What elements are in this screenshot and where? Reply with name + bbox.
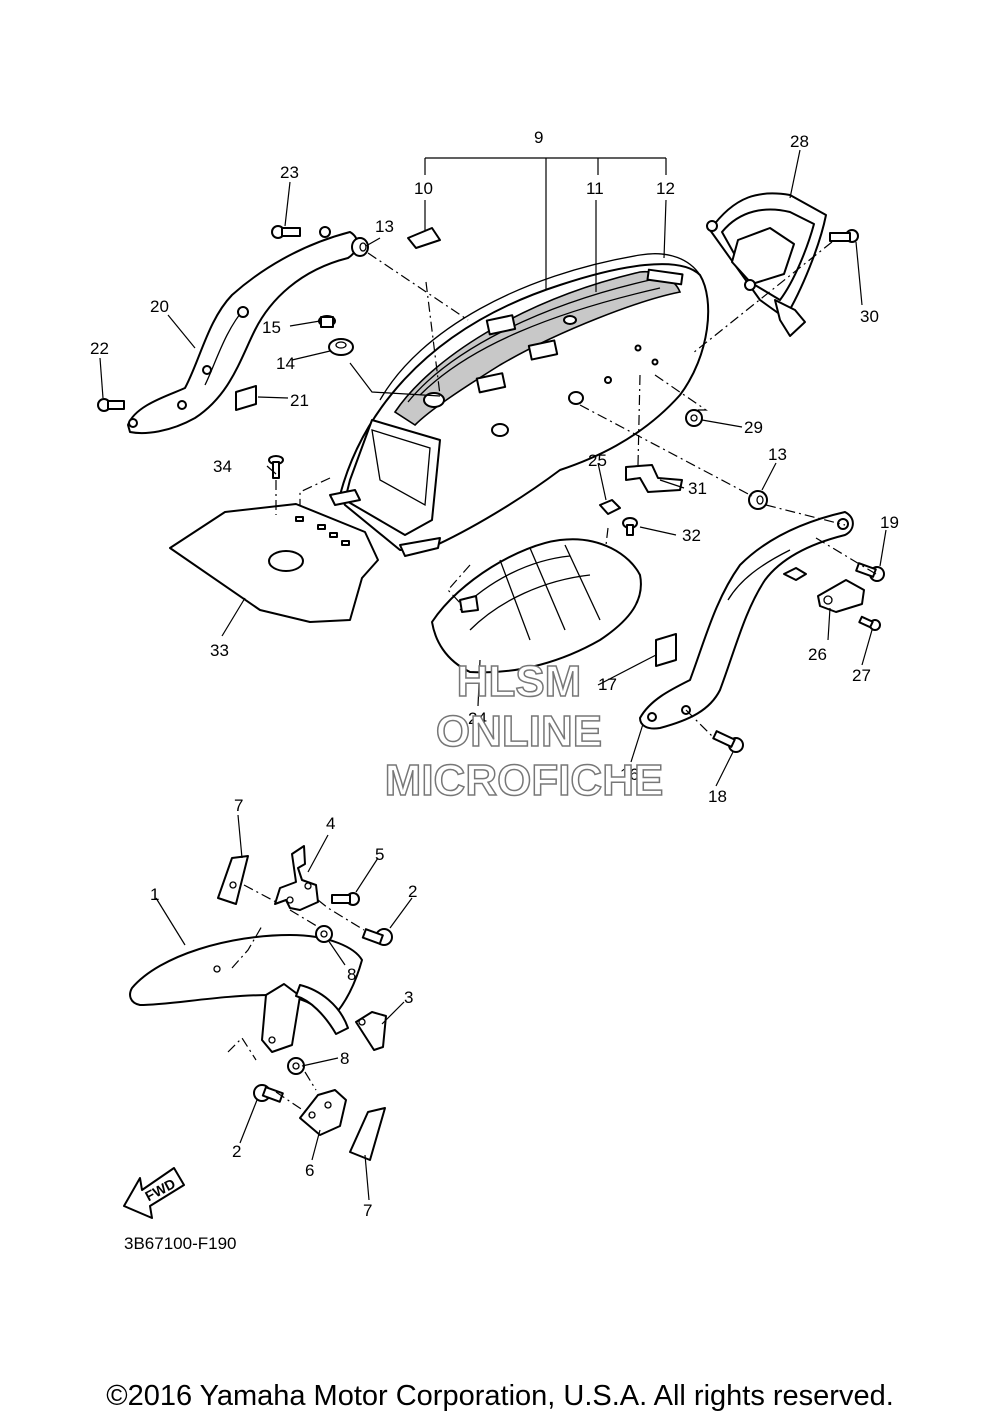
bracket-4 (274, 845, 319, 911)
bolt-23 (271, 225, 301, 239)
inner-fender-24 (431, 538, 642, 674)
bolt-18 (712, 730, 744, 753)
tail-light-28 (706, 192, 827, 337)
callout-24: 24 (468, 709, 487, 728)
watermark-line-2: ONLINE (436, 707, 602, 756)
grommet-13-right (748, 490, 768, 510)
bolt-2-bottom (253, 1084, 284, 1103)
callout-8b: 8 (340, 1049, 349, 1068)
callout-13b: 13 (768, 445, 787, 464)
bracket-26 (783, 567, 865, 613)
callout-14: 14 (276, 354, 295, 373)
callout-25: 25 (588, 451, 607, 470)
screw-34 (268, 455, 284, 479)
bolt-19 (855, 562, 885, 582)
collar-15 (318, 315, 336, 328)
callout-3: 3 (404, 988, 413, 1007)
bracket-31 (625, 464, 683, 493)
callout-16: 16 (620, 765, 639, 784)
fwd-arrow-icon: FWD (123, 1167, 185, 1219)
rear-fender (329, 253, 710, 557)
label-10 (407, 227, 441, 249)
side-stay-left (127, 226, 359, 435)
callout-11: 11 (586, 179, 604, 198)
copyright-notice: ©2016 Yamaha Motor Corporation, U.S.A. A… (106, 1380, 894, 1412)
watermark-line-3: MICROFICHE (385, 756, 664, 805)
nut-25 (599, 499, 621, 515)
callout-20: 20 (150, 297, 169, 316)
callout-27: 27 (852, 666, 871, 685)
callout-2b: 2 (232, 1142, 241, 1161)
cover-7-bottom (349, 1107, 386, 1161)
callout-21: 21 (290, 391, 309, 410)
callout-13a: 13 (375, 217, 394, 236)
watermark: HLSM ONLINE MICROFICHE (384, 656, 664, 806)
callout-5: 5 (375, 845, 384, 864)
rear-flap-33 (169, 503, 379, 623)
callout-12: 12 (656, 179, 675, 198)
bolt-22 (97, 398, 125, 412)
bolt-32 (622, 517, 638, 536)
leader-lines (99, 149, 887, 1201)
callout-26: 26 (808, 645, 827, 664)
callout-10: 10 (414, 179, 433, 198)
fender-stay-front (261, 983, 349, 1053)
side-stay-right (639, 511, 854, 730)
callout-2a: 2 (408, 882, 417, 901)
cover-3 (355, 1011, 387, 1051)
callout-28: 28 (790, 132, 809, 151)
callout-30: 30 (860, 307, 879, 326)
watermark-line-1: HLSM (457, 657, 582, 706)
nut-8-top (315, 925, 333, 943)
callout-17: 17 (598, 675, 617, 694)
callout-15: 15 (262, 318, 281, 337)
callout-19: 19 (880, 513, 899, 532)
bolt-2-top (361, 928, 393, 946)
bracket-6 (299, 1089, 347, 1136)
callout-6: 6 (305, 1161, 314, 1180)
cover-7-top (217, 855, 249, 905)
callout-7b: 7 (363, 1201, 372, 1220)
callout-18: 18 (708, 787, 727, 806)
callout-32: 32 (682, 526, 701, 545)
reflector-21 (235, 385, 257, 411)
bolt-30 (829, 229, 859, 243)
reflector-17 (655, 633, 677, 667)
callout-23: 23 (280, 163, 299, 182)
callouts: 9 10 11 12 23 13 20 15 14 22 21 34 33 28… (90, 128, 899, 1220)
grommet-13-left (351, 237, 369, 257)
damper-14 (328, 338, 354, 356)
callout-8a: 8 (347, 965, 356, 984)
callout-9: 9 (534, 128, 543, 147)
callout-34: 34 (213, 457, 232, 476)
callout-33: 33 (210, 641, 229, 660)
callout-1: 1 (150, 885, 159, 904)
callout-31: 31 (688, 479, 707, 498)
nut-8-bottom (287, 1057, 305, 1075)
callout-29: 29 (744, 418, 763, 437)
callout-22: 22 (90, 339, 109, 358)
callout-7a: 7 (234, 796, 243, 815)
nut-29 (685, 409, 703, 427)
callout-4: 4 (326, 814, 335, 833)
diagram-code: 3B67100-F190 (124, 1234, 236, 1253)
bolt-5 (331, 892, 360, 906)
screw-27 (858, 615, 881, 631)
